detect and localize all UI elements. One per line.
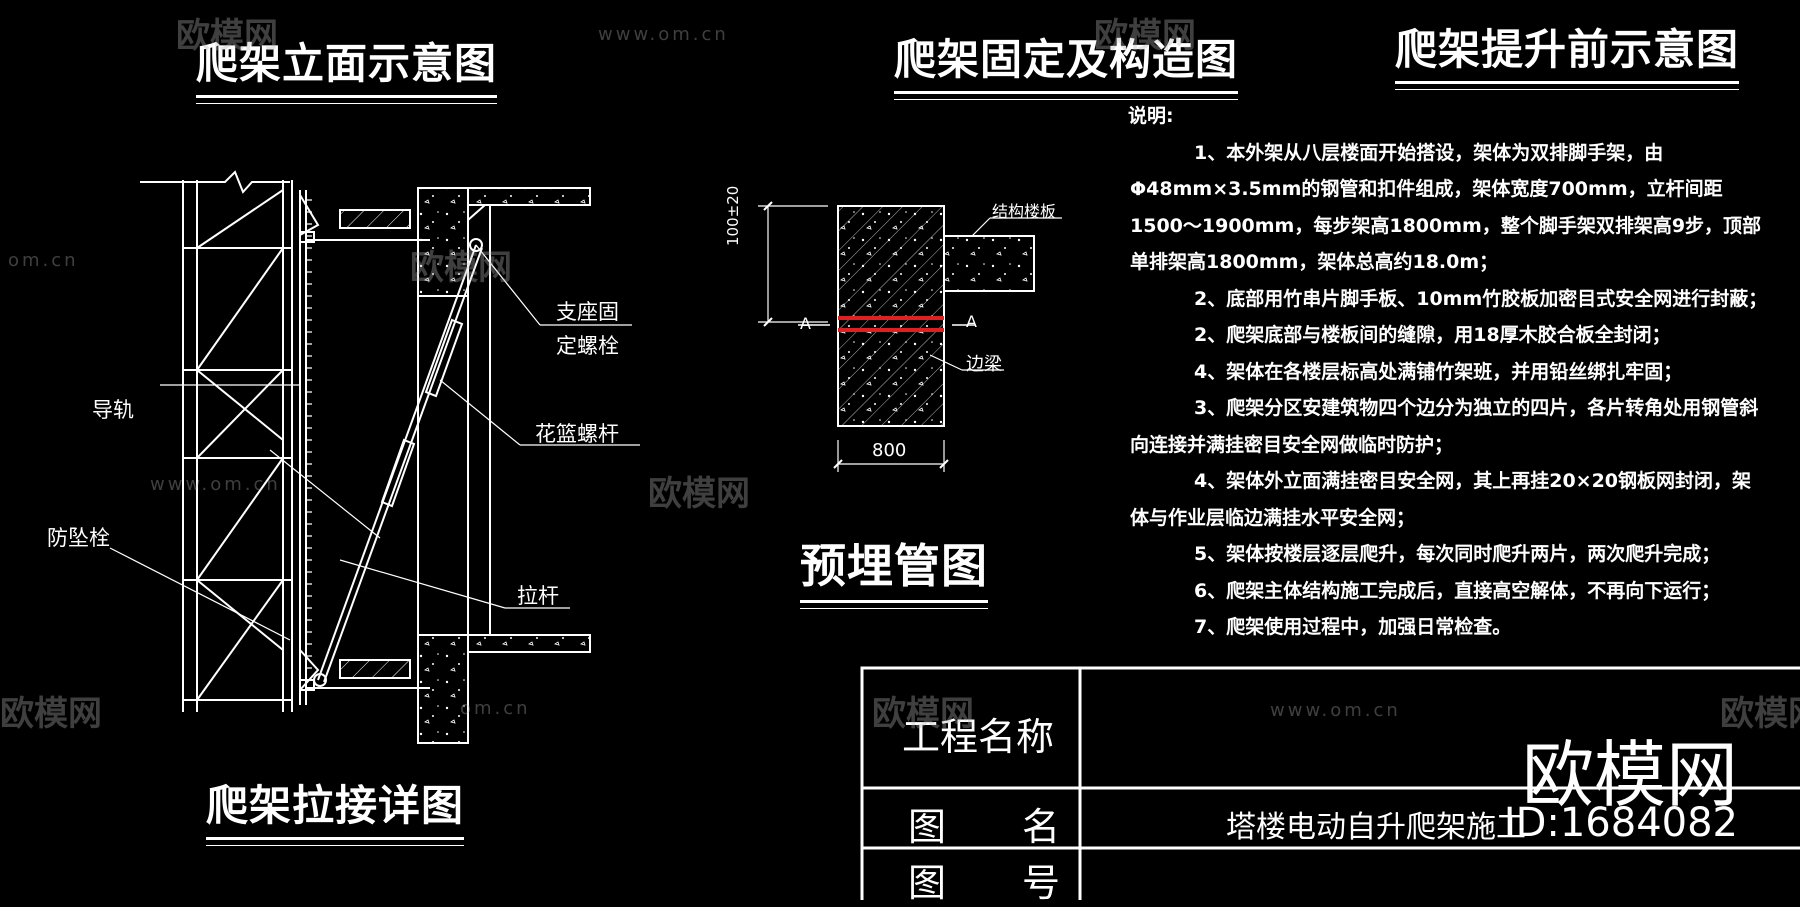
watermark-brand: 欧模网 (0, 694, 102, 734)
note-item: 5、架体按楼层逐层爬升，每次同时爬升两片，两次爬升完成； (1194, 543, 1721, 565)
title-tie-detail: 爬架拉接详图 (206, 772, 465, 840)
note-item: 2、爬架底部与楼板间的缝隙，用18厚木胶合板全封闭； (1194, 324, 1671, 346)
title-block-drawing-name-value: 塔楼电动自升爬架施工 (1226, 810, 1526, 845)
note-item: 4、架体在各楼层标高处满铺竹架班，并用铅丝绑扎牢固； (1194, 360, 1683, 383)
embedded-pipe-section (758, 201, 1062, 472)
title-fixing: 爬架固定及构造图 (894, 26, 1239, 94)
label-dimension-width: 800 (872, 440, 907, 461)
title-block-drawing-name-label: 图 名 (908, 805, 1061, 849)
note-item: 2、底部用竹串片脚手板、10mm竹胶板加密目式安全网进行封蔽； (1194, 287, 1768, 310)
label-section-a-left: A (800, 314, 811, 333)
label-support-bolt-2: 定螺栓 (556, 334, 619, 358)
label-dimension-offset: 100±20 (724, 185, 742, 246)
note-item: 4、架体外立面满挂密目安全网，其上再挂20×20钢板网封闭，架体与作业层临边满挂… (1130, 470, 1752, 529)
title-block-drawing-no-label: 图 号 (908, 861, 1061, 905)
title-elevation: 爬架立面示意图 (196, 30, 498, 98)
watermark-url: www.om.cn (1270, 700, 1401, 721)
label-structural-slab: 结构楼板 (992, 202, 1057, 221)
label-guide-rail: 导轨 (92, 398, 134, 422)
label-turnbuckle: 花篮螺杆 (535, 422, 619, 446)
watermark-id: ID:1684082 (1503, 800, 1738, 846)
note-item: 7、爬架使用过程中，加强日常检查。 (1194, 616, 1512, 638)
watermark-brand: 欧模网 (1094, 16, 1196, 56)
watermark-brand: 欧模网 (176, 16, 278, 56)
label-tie-rod: 拉杆 (517, 584, 559, 608)
title-block-frame (860, 666, 1800, 900)
watermark-url: www.om.cn (598, 24, 729, 45)
watermark-url-short: om.cn (8, 250, 79, 271)
notes-block: 说明: 1、本外架从八层楼面开始搭设，架体为双排脚手架，由Φ48mm×3.5mm… (1128, 98, 1770, 646)
tie-rod (313, 238, 483, 687)
label-support-bolt-1: 支座固 (556, 300, 619, 324)
label-anti-fall-pin: 防坠栓 (47, 526, 110, 550)
watermark-brand: 欧模网 (648, 474, 750, 514)
title-block-project-label: 工程名称 (902, 715, 1055, 759)
leader-lines (109, 244, 640, 641)
building-wall (339, 187, 591, 744)
watermark-brand: 欧模网 (872, 694, 974, 734)
watermark-url: www.om.cn (150, 474, 281, 495)
note-item: 1、本外架从八层楼面开始搭设，架体为双排脚手架，由Φ48mm×3.5mm的钢管和… (1130, 141, 1762, 274)
note-item: 6、爬架主体结构施工完成后，直接高空解体，不再向下运行； (1194, 579, 1721, 602)
title-embedded-pipe: 预埋管图 (800, 530, 988, 603)
notes-heading: 说明: (1128, 105, 1174, 127)
watermark-url-short: om.cn (460, 698, 531, 719)
watermark-brand: 欧模网 (1720, 694, 1800, 734)
title-pre-lift: 爬架提升前示意图 (1395, 16, 1740, 84)
scaffold-elevation (140, 170, 430, 712)
watermark-brand: 欧模网 (410, 248, 512, 288)
watermark-logo-text: 欧模网 (1521, 733, 1738, 817)
note-item: 3、爬架分区安建筑物四个边分为独立的四片，各片转角处用钢管斜向连接并满挂密目安全… (1130, 397, 1759, 456)
label-section-a-right: A (966, 312, 977, 331)
label-edge-beam: 边梁 (966, 354, 1002, 375)
